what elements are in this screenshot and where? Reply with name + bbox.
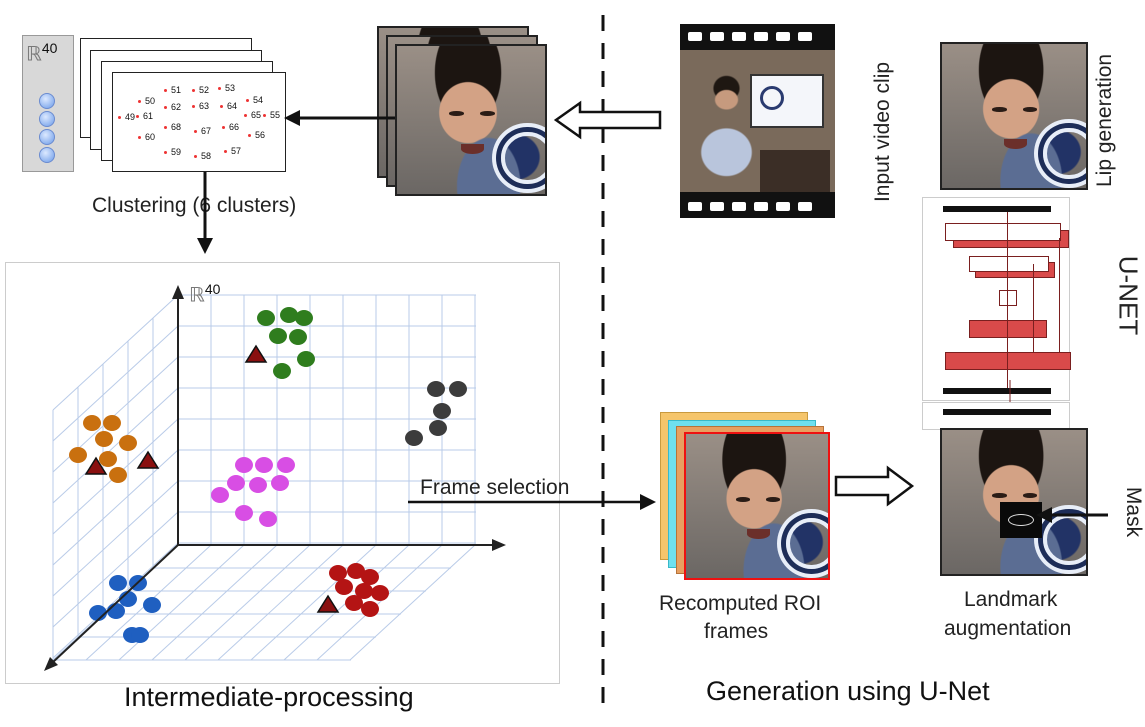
- cluster-point-red: [347, 563, 365, 579]
- landmark-point: 58: [193, 151, 212, 161]
- cluster-point-green: [257, 310, 275, 326]
- cluster-point-orange: [83, 415, 101, 431]
- vector-dot-icon: [39, 129, 55, 145]
- landmark-aug-label-2: augmentation: [944, 617, 1072, 640]
- cluster-point-orange: [119, 435, 137, 451]
- cluster-point-orange: [69, 447, 87, 463]
- landmark-point: 68: [163, 122, 182, 132]
- space-exponent: 40: [41, 40, 58, 56]
- landmark-point: 51: [163, 85, 182, 95]
- landmark-point: 67: [193, 126, 212, 136]
- cluster-point-green: [273, 363, 291, 379]
- cluster-point-magenta: [211, 487, 229, 503]
- cluster-point-orange: [109, 467, 127, 483]
- cluster-point-red: [329, 565, 347, 581]
- film-strip-icon: [680, 24, 835, 218]
- cluster-point-red: [361, 569, 379, 585]
- landmark-point: 64: [219, 101, 238, 111]
- cluster-point-green: [289, 329, 307, 345]
- cluster-plot-svg: [44, 285, 506, 671]
- selected-frame-triangle-icon: [84, 456, 108, 475]
- plot-space-symbol: ℝ: [189, 284, 205, 307]
- cluster-point-blue: [109, 575, 127, 591]
- cluster-point-red: [355, 583, 373, 599]
- unet-input-box: [922, 402, 1070, 430]
- landmark-point: 49: [117, 112, 136, 122]
- roi-label-1: Recomputed ROI: [659, 592, 822, 615]
- cluster-point-magenta: [227, 475, 245, 491]
- space-symbol: ℝ: [26, 43, 42, 66]
- generation-caption: Generation using U-Net: [706, 676, 990, 706]
- landmark-point: 60: [137, 132, 156, 142]
- selected-frame-triangle-icon: [244, 344, 268, 363]
- cluster-point-magenta: [235, 457, 253, 473]
- landmark-augmented-frame: [940, 428, 1088, 576]
- landmark-aug-label-1: Landmark: [964, 588, 1058, 611]
- landmark-point: 52: [191, 85, 210, 95]
- cluster-point-orange: [103, 415, 121, 431]
- cluster-point-green: [295, 310, 313, 326]
- landmark-point: 57: [223, 146, 242, 156]
- intermediate-caption: Intermediate-processing: [124, 682, 414, 712]
- cluster-point-orange: [95, 431, 113, 447]
- landmark-point: 66: [221, 122, 240, 132]
- landmark-point: 56: [247, 130, 266, 140]
- selected-frame-triangle-icon: [136, 450, 160, 469]
- selected-frame-triangle-icon: [316, 594, 340, 613]
- cluster-point-gray: [449, 381, 467, 397]
- mask-region: [1000, 502, 1042, 538]
- roi-frame: [684, 432, 830, 580]
- cluster-point-green: [269, 328, 287, 344]
- cluster-point-magenta: [259, 511, 277, 527]
- frame-selection-label: Frame selection: [420, 476, 570, 499]
- plot-space-exponent: 40: [204, 281, 221, 297]
- landmark-point: 65: [243, 110, 262, 120]
- cluster-point-green: [297, 351, 315, 367]
- cluster-point-magenta: [249, 477, 267, 493]
- vector-dot-icon: [39, 93, 55, 109]
- cluster-point-magenta: [235, 505, 253, 521]
- vector-space-label: ℝ40: [26, 40, 57, 67]
- cluster-point-magenta: [255, 457, 273, 473]
- clustering-label: Clustering (6 clusters): [92, 194, 297, 217]
- cluster-point-gray: [405, 430, 423, 446]
- landmark-point: 53: [217, 83, 236, 93]
- landmark-point: 62: [163, 102, 182, 112]
- cluster-point-gray: [427, 381, 445, 397]
- landmark-point: 59: [163, 147, 182, 157]
- landmark-point: 55: [262, 110, 281, 120]
- input-video-frame: [680, 50, 835, 192]
- landmark-point: 63: [191, 101, 210, 111]
- lip-generation-frame: [940, 42, 1088, 190]
- landmark-sheet: 51 52 53 50 62 63 64 54 49 61 65 55 68 6…: [112, 72, 286, 172]
- video-frame: [395, 44, 547, 196]
- cluster-point-gray: [429, 420, 447, 436]
- vector-dot-icon: [39, 111, 55, 127]
- roi-label-2: frames: [704, 620, 769, 643]
- landmark-point: 54: [245, 95, 264, 105]
- cluster-point-green: [280, 307, 298, 323]
- cluster-point-red: [345, 595, 363, 611]
- cluster-point-magenta: [277, 457, 295, 473]
- cluster-point-red: [371, 585, 389, 601]
- cluster-point-blue: [143, 597, 161, 613]
- vector-dot-icon: [39, 147, 55, 163]
- cluster-point-orange: [99, 451, 117, 467]
- landmark-point: 50: [137, 96, 156, 106]
- unet-diagram: [922, 197, 1071, 401]
- cluster-plot: ℝ40: [5, 262, 560, 684]
- cluster-point-red: [335, 579, 353, 595]
- cluster-point-magenta: [271, 475, 289, 491]
- cluster-point-red: [361, 601, 379, 617]
- plot-space-label: ℝ40: [189, 281, 220, 308]
- cluster-point-blue: [131, 627, 149, 643]
- cluster-point-gray: [433, 403, 451, 419]
- landmark-point: 61: [135, 111, 154, 121]
